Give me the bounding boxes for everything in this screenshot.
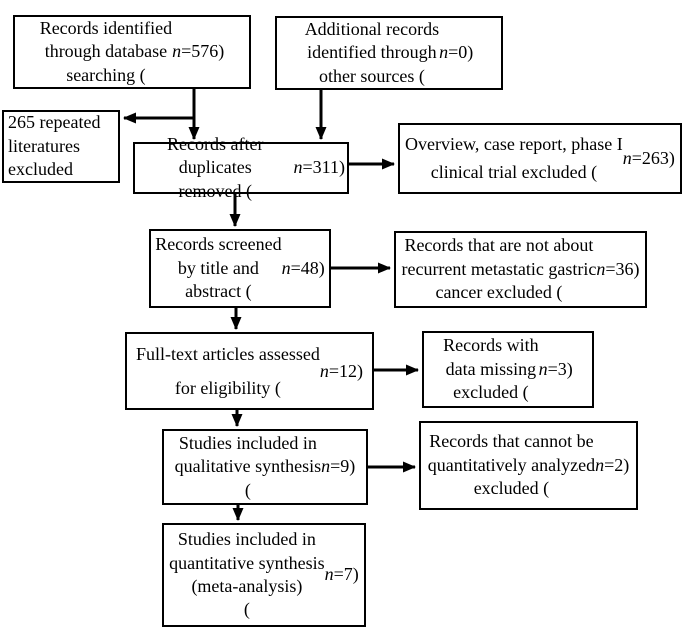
box-additional-records-other-sources: Additional records identified through ot… xyxy=(275,16,503,90)
box-repeated-literatures-excluded: 265 repeated literatures excluded xyxy=(2,110,120,183)
box-not-recurrent-metastatic-gastric-excluded: Records that are not about recurrent met… xyxy=(394,231,647,308)
box-studies-quantitative-synthesis-meta-analysis: Studies included in quantitative synthes… xyxy=(162,523,366,627)
box-fulltext-articles-assessed: Full-text articles assessed for eligibil… xyxy=(125,332,374,410)
box-studies-qualitative-synthesis: Studies included in qualitative synthesi… xyxy=(162,429,368,505)
box-data-missing-excluded: Records with data missing excluded (n=3) xyxy=(422,331,594,408)
box-cannot-be-quantitatively-analyzed-excluded: Records that cannot be quantitatively an… xyxy=(419,421,638,510)
box-records-after-duplicates-removed: Records after duplicates removed (n=311) xyxy=(133,134,349,201)
box-records-identified-database-searching: Records identified through database sear… xyxy=(13,15,251,89)
box-records-screened-title-abstract: Records screened by title and abstract (… xyxy=(149,229,331,308)
box-overview-case-report-excluded: Overview, case report, phase I clinical … xyxy=(398,123,682,194)
